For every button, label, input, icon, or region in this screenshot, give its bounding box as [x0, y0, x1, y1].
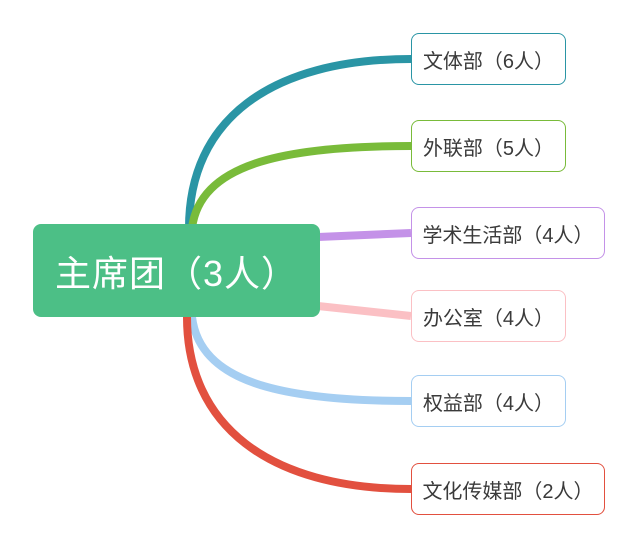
- branch-node-label: 文化传媒部（2人）: [422, 480, 594, 503]
- root-node-label: 主席团（3人）: [54, 252, 299, 294]
- branch-node-wen-ti-bu[interactable]: 文体部（6人）: [411, 33, 566, 85]
- branch-node-label: 权益部（4人）: [422, 392, 555, 415]
- edge-to-wen-hua-chuan-mei-bu: [183, 313, 415, 493]
- root-node-zhuxituan[interactable]: 主席团（3人）: [33, 224, 320, 317]
- branch-node-label: 文体部（6人）: [422, 50, 555, 73]
- edge-to-xue-shu-sheng-huo-bu: [317, 229, 412, 241]
- branch-node-xue-shu-sheng-huo-bu[interactable]: 学术生活部（4人）: [411, 207, 605, 259]
- edge-to-wen-ti-bu: [185, 55, 415, 232]
- edge-to-ban-gong-shi: [317, 302, 412, 320]
- branch-node-label: 外联部（5人）: [422, 137, 555, 160]
- edge-to-quan-yi-bu: [188, 313, 415, 405]
- branch-node-wen-hua-chuan-mei-bu[interactable]: 文化传媒部（2人）: [411, 463, 605, 515]
- branch-node-wai-lian-bu[interactable]: 外联部（5人）: [411, 120, 566, 172]
- edge-to-wai-lian-bu: [188, 142, 415, 232]
- branch-node-label: 办公室（4人）: [422, 307, 555, 330]
- branch-node-label: 学术生活部（4人）: [422, 224, 594, 247]
- branch-node-ban-gong-shi[interactable]: 办公室（4人）: [411, 290, 566, 342]
- branch-node-quan-yi-bu[interactable]: 权益部（4人）: [411, 375, 566, 427]
